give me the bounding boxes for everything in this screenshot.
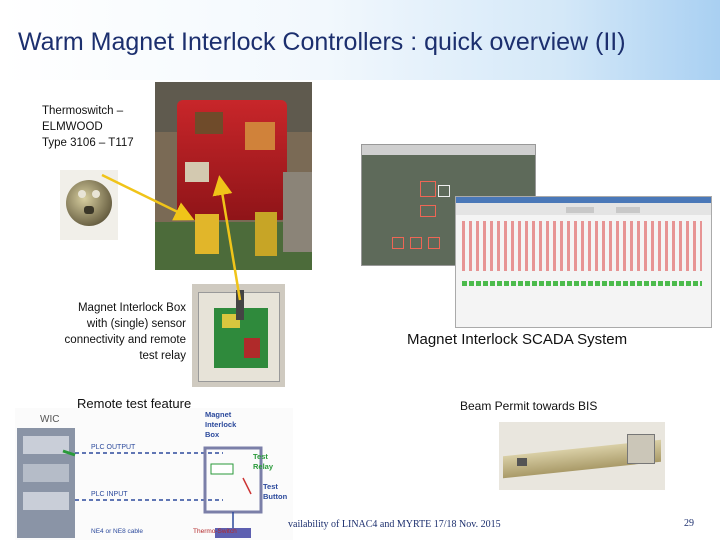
interlock-box-label: Magnet Interlock Box with (single) senso… [64,302,186,362]
page-number: 29 [684,518,694,529]
thermoswitch-label: Thermoswitch – ELMWOOD Type 3106 – T117 [42,105,134,149]
slide-title: Warm Magnet Interlock Controllers : quic… [18,28,626,56]
scada-screenshot-table [455,196,712,328]
remote-test-label: Remote test feature [77,396,192,411]
footer-text: vailability of LINAC4 and MYRTE 17/18 No… [288,519,501,530]
wic-label: WIC [40,414,60,425]
wiring-diagram [17,428,263,538]
beam-permit-label: Beam Permit towards BIS [460,399,598,413]
scada-label: Magnet Interlock SCADA System [407,331,628,348]
box-title-label: Magnet Interlock Box [205,410,237,439]
test-relay-label: Test Relay [253,452,274,471]
thermo-switch-label: Thermo-Switch [193,528,237,535]
plc-input-label: PLC INPUT [91,491,128,498]
cable-label: NE4 or NE8 cable [91,528,144,535]
test-button-label: Test Button [263,482,288,501]
remote-test-diagram: WIC PLC OUTPUT PLC INPUT Magnet Interloc… [15,408,293,540]
plc-output-label: PLC OUTPUT [91,444,136,451]
interlock-box-photo [192,284,285,387]
beam-permit-photo [499,422,665,490]
title-band [0,0,720,80]
magnet-photo [155,82,312,270]
thermoswitch-photo [60,170,118,240]
